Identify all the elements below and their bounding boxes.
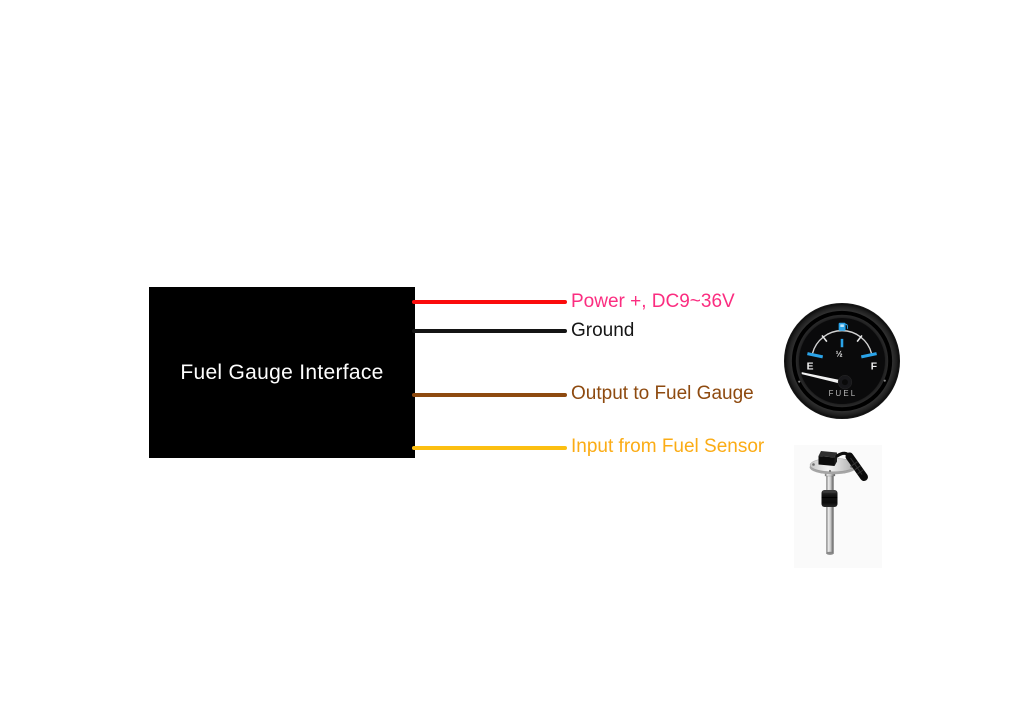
gauge-bezel-groove [791,310,893,412]
sensor-connector-rib-2 [854,465,861,471]
gauge-label-empty: E [807,361,814,372]
fuel-sensor-image [794,445,882,568]
sensor-tube-end [826,551,834,555]
sensor-connector-rib-3 [857,469,864,475]
sensor-connector-rib-1 [851,461,858,467]
gauge-tick-empty [807,352,824,359]
fuel-gauge-svg: E ½ F FUEL [783,302,901,420]
wire-label-input: Input from Fuel Sensor [571,436,765,457]
wire-input [412,446,567,450]
fuel-pump-icon [838,322,848,331]
fuel-gauge-image: E ½ F FUEL [783,302,901,420]
wire-label-output: Output to Fuel Gauge [571,383,754,404]
sensor-flange-screw-3 [828,469,832,473]
sensor-flange-screw-1 [812,463,815,466]
wire-output [412,393,567,397]
wire-ground [412,329,567,333]
interface-box-label: Fuel Gauge Interface [180,360,384,384]
gauge-label-half: ½ [836,349,843,359]
gauge-tick-full [860,352,877,359]
sensor-terminal-block [818,451,837,466]
wire-label-ground: Ground [571,320,635,341]
wire-power [412,300,567,304]
gauge-label-full: F [871,361,877,372]
gauge-needle [801,372,842,384]
sensor-float-collar [821,490,838,507]
gauge-needle-hub-center [842,379,848,386]
sensor-tube [826,470,834,554]
wire-label-power: Power +, DC9~36V [571,291,735,312]
gauge-tick-threequarter [856,334,863,343]
gauge-caption: FUEL [829,389,858,398]
gauge-tick-quarter [821,334,828,343]
fuel-sensor-svg [794,445,882,568]
gauge-screw-right [883,379,886,382]
fuel-gauge-interface-box: Fuel Gauge Interface [149,287,415,458]
gauge-screw-left [798,380,801,383]
